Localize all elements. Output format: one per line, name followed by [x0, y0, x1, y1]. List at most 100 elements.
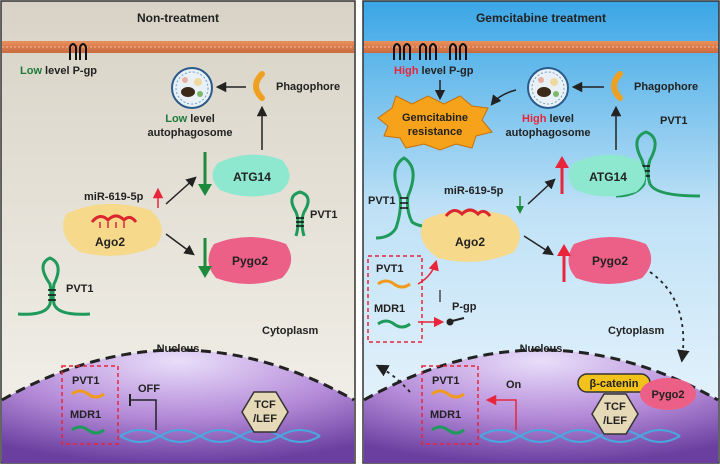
left-dna-helix-icon [119, 429, 321, 443]
right-panel-title: Gemcitabine treatment [476, 11, 606, 25]
left-autophagosome-level: Low level [165, 113, 215, 125]
right-atg14-up-arrowhead [555, 156, 569, 168]
right-beta-catenin-label: β-catenin [590, 378, 639, 390]
right-box-mdr1-label: MDR1 [374, 303, 405, 315]
right-ago2-label: Ago2 [455, 235, 485, 249]
left-pgp-label: Low level P-gp [20, 65, 97, 77]
left-tcf-lef-hexagon [241, 391, 289, 433]
left-phagophore-icon [253, 71, 265, 101]
right-resistance-line2: resistance [408, 126, 462, 138]
right-autophagosome-to-resistance-arrow [490, 89, 517, 106]
right-on-label: On [506, 379, 522, 391]
right-phagophore-icon [611, 71, 623, 101]
right-autophagosome-level: High level [522, 113, 574, 125]
left-atg14-down-arrowhead [198, 184, 212, 196]
right-resistance-line1: Gemcitabine [402, 112, 468, 124]
left-autophagosome-label: autophagosome [148, 127, 233, 139]
left-nuclear-mdr1-icon [71, 425, 105, 435]
left-nuclear-gene-box [61, 365, 119, 445]
right-tcf-lef-line1: TCF [604, 401, 626, 413]
right-atg14-label: ATG14 [589, 170, 627, 184]
left-atg14-label: ATG14 [233, 170, 271, 184]
right-autophagosome-label: autophagosome [506, 127, 591, 139]
right-pvt1-left-label: PVT1 [368, 195, 396, 207]
right-tcf-lef-line2: /LEF [603, 415, 627, 427]
left-off-inhibit-line [130, 399, 157, 430]
right-nuclear-mdr1-label: MDR1 [430, 409, 461, 421]
right-mirna-icon [444, 208, 492, 217]
left-tcf-lef-line1: TCF [254, 399, 276, 411]
left-nuclear-pvt1-icon [71, 389, 105, 399]
left-panel-title: Non-treatment [137, 11, 219, 25]
left-nucleus-label: Nucleus [157, 343, 200, 355]
right-atg14-blob [568, 154, 646, 197]
right-pgp-pumps-icon [393, 43, 467, 60]
right-pgp-product-label: P-gp [452, 301, 477, 313]
left-pvt1-right-stem [296, 217, 304, 227]
left-autophagosome-icon [171, 67, 213, 109]
right-nucleus-label: Nucleus [520, 343, 563, 355]
right-pvt1-to-pvt1-arrow [417, 259, 439, 285]
left-ago2-to-atg14-arrow [165, 176, 197, 205]
right-resistance-burst [377, 95, 493, 151]
right-box-mdr1-icon [377, 319, 411, 329]
left-nuclear-pvt1-label: PVT1 [72, 375, 100, 387]
right-mirna-down-arrowhead [516, 206, 524, 214]
left-pygo2-label: Pygo2 [232, 254, 268, 268]
right-nuclear-gene-box [421, 365, 479, 445]
right-nuclear-pygo2-label: Pygo2 [651, 389, 684, 401]
right-pvt1-left-stem [400, 197, 408, 209]
left-nucleus [2, 350, 354, 463]
right-nuclear-pvt1-icon [431, 389, 465, 399]
right-box-pvt1-label: PVT1 [376, 263, 404, 275]
left-pvt1-left-icon [17, 256, 91, 316]
left-phagophore-label: Phagophore [276, 81, 340, 93]
left-mirna-bases [99, 222, 125, 228]
right-pygo2-up-arrowhead [557, 244, 571, 256]
left-off-label: OFF [138, 383, 160, 395]
right-tcf-lef-hexagon [591, 393, 639, 435]
left-nuclear-envelope [1, 348, 355, 402]
left-pvt1-right-label: PVT1 [310, 209, 338, 221]
right-box-pvt1-icon [377, 279, 411, 289]
left-ago2-blob [63, 203, 162, 256]
left-pygo2-down-arrowhead [198, 266, 212, 278]
right-cell-membrane [364, 41, 718, 53]
right-panel: Gemcitabine treatment High level P-gp Ge… [362, 0, 720, 464]
left-tcf-lef-line2: /LEF [253, 413, 277, 425]
right-pvt1-left-icon [375, 156, 471, 240]
right-mirna-label: miR-619-5p [444, 185, 504, 197]
right-nuclear-pygo2-blob [640, 378, 696, 410]
right-dna-helix-icon [479, 429, 681, 443]
left-cell-membrane [2, 41, 354, 53]
left-pvt1-left-label: PVT1 [66, 283, 94, 295]
left-mirna-label: miR-619-5p [84, 191, 144, 203]
right-pygo2-nuclear-import-arrow [649, 271, 690, 363]
right-on-arrow [485, 394, 517, 430]
right-ago2-blob [421, 209, 520, 262]
right-nuclear-pvt1-label: PVT1 [432, 375, 460, 387]
right-cytoplasm-label: Cytoplasm [608, 325, 664, 337]
right-nuclear-mdr1-icon [431, 425, 465, 435]
left-cytoplasm-label: Cytoplasm [262, 325, 318, 337]
left-pvt1-left-stem [48, 289, 56, 301]
right-ago2-to-atg14-arrow [527, 178, 556, 205]
right-pgp-label: High level P-gp [394, 65, 474, 77]
right-nuclear-export-arrow [375, 364, 411, 393]
right-pygo2-label: Pygo2 [592, 254, 628, 268]
right-phagophore-label: Phagophore [634, 81, 698, 93]
right-pvt1-top-label: PVT1 [660, 115, 688, 127]
right-autophagosome-icon [527, 67, 569, 109]
left-nuclear-mdr1-label: MDR1 [70, 409, 101, 421]
left-panel: Non-treatment Low level P-gp Low level a… [0, 0, 356, 464]
left-atg14-blob [212, 154, 290, 197]
right-ago2-to-pygo2-arrow [523, 235, 554, 256]
right-pgp-pin-icon [446, 318, 454, 326]
right-nuclear-envelope [363, 348, 719, 402]
left-pgp-pump-icon [69, 43, 87, 60]
left-ago2-to-pygo2-arrow [165, 233, 195, 256]
left-ago2-label: Ago2 [95, 235, 125, 249]
left-mirna-icon [90, 214, 138, 223]
